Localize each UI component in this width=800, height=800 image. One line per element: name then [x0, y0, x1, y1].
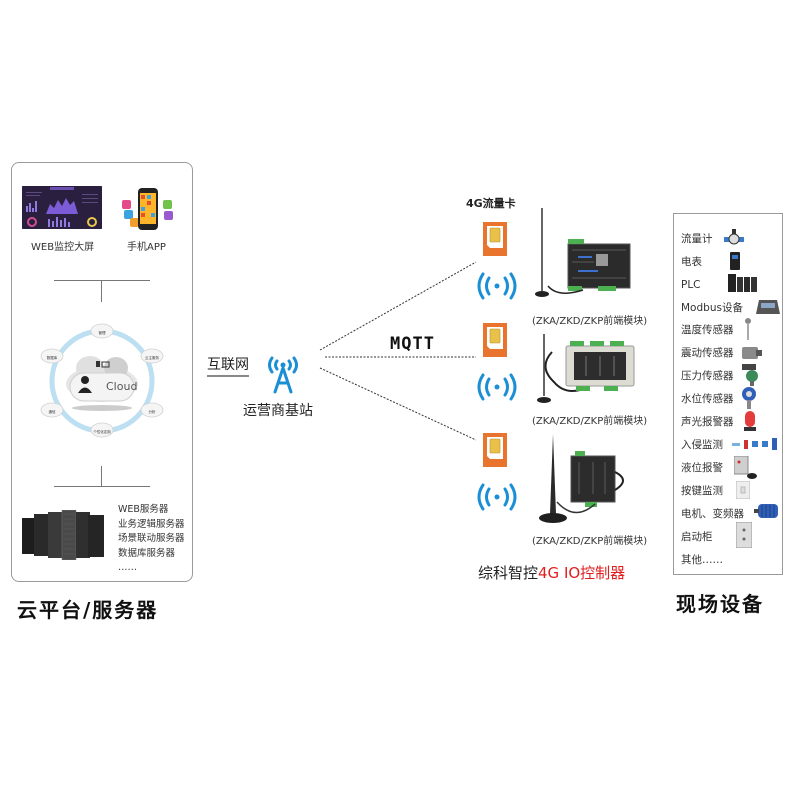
module-caption: (ZKA/ZKD/ZKP前端模块) [532, 416, 648, 427]
alarm-light-icon [744, 411, 756, 431]
sim-card-icon [483, 323, 507, 357]
water-level-sensor-icon [742, 387, 756, 409]
field-device-alarm-light: 声光报警器 [681, 416, 734, 428]
controller-title: 综科智控4G IO控制器 [478, 562, 625, 583]
pressure-sensor-icon [742, 364, 758, 386]
server-item: 业务逻辑服务器 [118, 518, 185, 530]
cloud-node-label: 数据库 [47, 355, 58, 360]
field-device-motor: 电机、变频器 [681, 508, 744, 520]
server-item: 数据库服务器 [118, 547, 176, 559]
sim-card-title: 4G流量卡 [466, 197, 516, 210]
field-device-flowmeter: 流量计 [681, 233, 713, 245]
internet-label: 互联网 [207, 354, 249, 377]
mobile-app-label: 手机APP [127, 242, 166, 253]
wireless-signal-icon [477, 373, 517, 401]
field-devices-title: 现场设备 [676, 592, 764, 616]
server-item: WEB服务器 [118, 504, 169, 515]
connector-line [101, 280, 102, 302]
io-module-3-image [535, 432, 645, 523]
web-dashboard-image [22, 186, 102, 229]
mobile-app-image [118, 186, 178, 232]
plc-icon [728, 274, 757, 292]
field-device-button-switch: 按键监测 [681, 485, 723, 497]
starter-cabinet-icon [736, 522, 752, 548]
cloud-node-label: 通信 [49, 409, 56, 414]
field-device-electric-meter: 电表 [681, 256, 702, 268]
controller-title-brand: 综科智控 [478, 564, 539, 582]
server-item: 场景联动服务器 [118, 533, 185, 544]
cloud-node-label: 云主服务 [145, 355, 159, 360]
cloud-node-label: 管理 [99, 330, 106, 335]
cloud-platform-panel [11, 162, 193, 582]
server-list: WEB服务器 业务逻辑服务器 场景联动服务器 数据库服务器 …… [118, 503, 185, 576]
field-device-modbus: Modbus设备 [681, 302, 743, 314]
intrusion-detector-icon [732, 438, 777, 450]
field-device-starter-cabinet: 启动柜 [681, 531, 713, 543]
server-rack-image [20, 509, 110, 561]
field-device-liquid-level-alarm: 液位报警 [681, 462, 723, 474]
field-device-intrusion-detector: 入侵监测 [681, 439, 723, 451]
wireless-signal-icon [477, 483, 517, 511]
wireless-signal-icon [477, 272, 517, 300]
field-device-plc: PLC [681, 279, 701, 291]
module-caption: (ZKA/ZKD/ZKP前端模块) [532, 316, 648, 327]
flowmeter-icon [724, 229, 744, 245]
field-devices-panel: 流量计 电表 PLC Modbus设备 温度传感器 震动传感器 压力传感器 水位… [673, 213, 783, 575]
connector-line [54, 486, 150, 487]
cloud-node-label: 个性化定制 [93, 429, 111, 434]
cloud-center-label: Cloud [106, 380, 137, 393]
field-device-water-level-sensor: 水位传感器 [681, 393, 734, 405]
sim-card-icon [483, 222, 507, 256]
connector-line [101, 466, 102, 486]
central-cloud-icon [66, 356, 138, 411]
base-station-label: 运营商基站 [243, 403, 313, 419]
button-switch-icon [736, 481, 750, 499]
cloud-platform-title: 云平台/服务器 [17, 598, 159, 622]
cloud-service-diagram: Cloud 管理 云主服务 分析 个性化定制 通信 数据库 [28, 318, 178, 444]
electric-meter-icon [730, 252, 740, 270]
modbus-device-icon [756, 300, 780, 314]
liquid-level-alarm-icon [734, 456, 757, 479]
io-module-1-image [528, 206, 638, 297]
module-caption: (ZKA/ZKD/ZKP前端模块) [532, 536, 648, 547]
field-device-vibration-sensor: 震动传感器 [681, 347, 734, 359]
io-module-2-image [530, 332, 640, 422]
cloud-node-label: 分析 [149, 409, 156, 414]
base-station-tower-icon [263, 352, 303, 394]
mqtt-protocol-label: MQTT [390, 334, 435, 354]
connector-line [54, 280, 150, 281]
vibration-sensor-icon [742, 347, 762, 359]
sim-card-icon [483, 433, 507, 467]
motor-icon [754, 504, 778, 518]
field-device-pressure-sensor: 压力传感器 [681, 370, 734, 382]
web-dashboard-label: WEB监控大屏 [31, 242, 95, 253]
temperature-sensor-icon [745, 318, 751, 340]
field-device-other: 其他…… [681, 554, 723, 566]
controller-title-model: 4G IO控制器 [538, 564, 626, 582]
server-item: …… [118, 562, 137, 573]
link-to-module-3 [319, 367, 477, 441]
field-device-temperature-sensor: 温度传感器 [681, 324, 734, 336]
